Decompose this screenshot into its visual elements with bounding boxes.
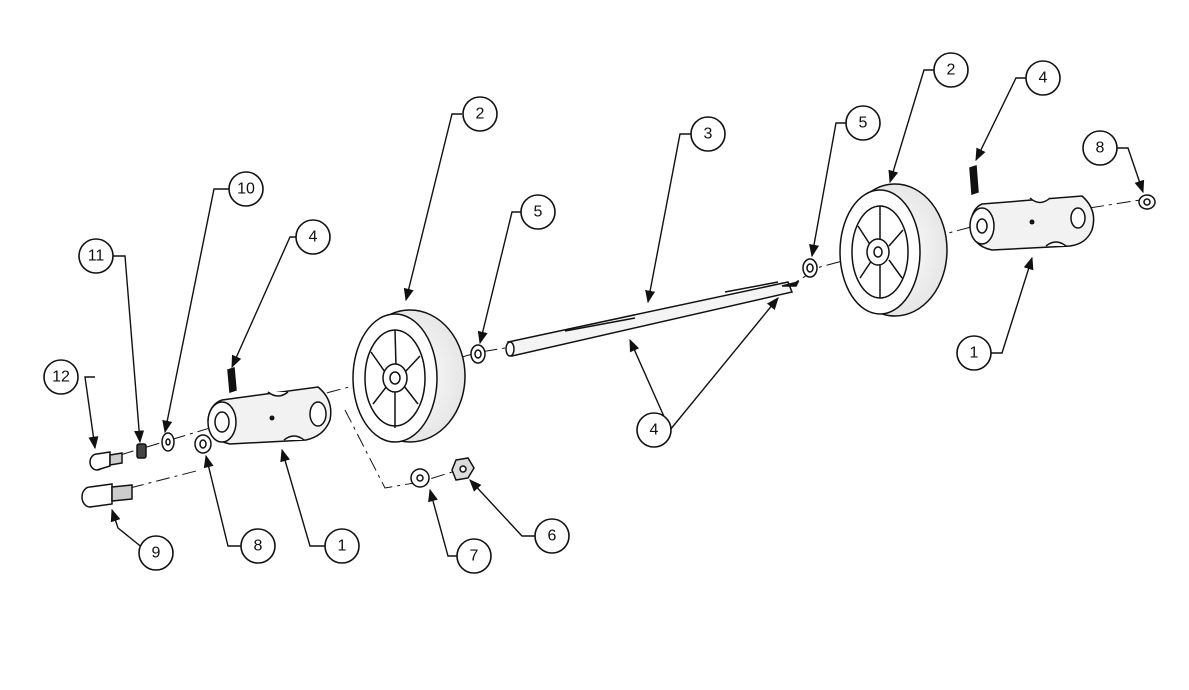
callout-4-left: 4	[295, 219, 331, 255]
handle-pin-4-right	[969, 164, 979, 196]
svg-text:7: 7	[470, 548, 479, 565]
callout-7: 7	[456, 538, 492, 574]
callout-12: 12	[43, 359, 79, 395]
svg-text:10: 10	[237, 181, 255, 198]
leader-lines	[84, 69, 1145, 557]
callout-2-right: 2	[933, 52, 969, 88]
svg-text:8: 8	[254, 538, 263, 555]
svg-text:4: 4	[309, 229, 318, 246]
left-wheel-part	[352, 309, 466, 443]
callout-5-right: 5	[845, 105, 881, 141]
callout-1-left: 1	[324, 528, 360, 564]
svg-text:3: 3	[704, 126, 713, 143]
svg-text:12: 12	[52, 369, 70, 386]
callout-5-left: 5	[520, 194, 556, 230]
callout-1-right: 1	[956, 335, 992, 371]
axle-part	[505, 280, 800, 357]
bushing-8-right	[1138, 194, 1156, 210]
callout-6: 6	[534, 518, 570, 554]
bushing-8-left	[194, 434, 212, 454]
svg-text:8: 8	[1096, 140, 1105, 157]
svg-text:9: 9	[152, 545, 161, 562]
callout-9: 9	[138, 535, 174, 571]
callout-4-right: 4	[1025, 60, 1061, 96]
svg-text:4: 4	[650, 422, 659, 439]
washer-7	[410, 468, 430, 488]
svg-text:5: 5	[534, 204, 543, 221]
svg-text:2: 2	[947, 62, 956, 79]
callout-2-left: 2	[462, 96, 498, 132]
svg-text:1: 1	[970, 345, 979, 362]
lock-washer-11	[136, 443, 147, 459]
callout-10: 10	[228, 171, 264, 207]
right-wheel-part	[839, 183, 948, 317]
left-bracket-part	[207, 386, 332, 445]
callout-11: 11	[78, 238, 114, 274]
right-washer-5	[802, 258, 818, 278]
callout-3: 3	[690, 116, 726, 152]
svg-text:6: 6	[548, 528, 557, 545]
callout-4-axle: 4	[636, 412, 672, 448]
left-washer-5	[470, 344, 486, 364]
svg-text:4: 4	[1039, 70, 1048, 87]
nut-6	[451, 457, 475, 481]
washer-10	[161, 432, 175, 452]
right-bracket-part	[969, 195, 1095, 251]
shoulder-bolt-9	[81, 483, 133, 508]
handle-pin-4-left	[227, 366, 237, 394]
bolt-12	[89, 451, 123, 471]
callout-8-right: 8	[1082, 130, 1118, 166]
svg-text:5: 5	[859, 115, 868, 132]
svg-text:11: 11	[88, 248, 105, 265]
svg-text:2: 2	[476, 106, 485, 123]
callout-8-left: 8	[240, 528, 276, 564]
svg-text:1: 1	[338, 538, 347, 555]
